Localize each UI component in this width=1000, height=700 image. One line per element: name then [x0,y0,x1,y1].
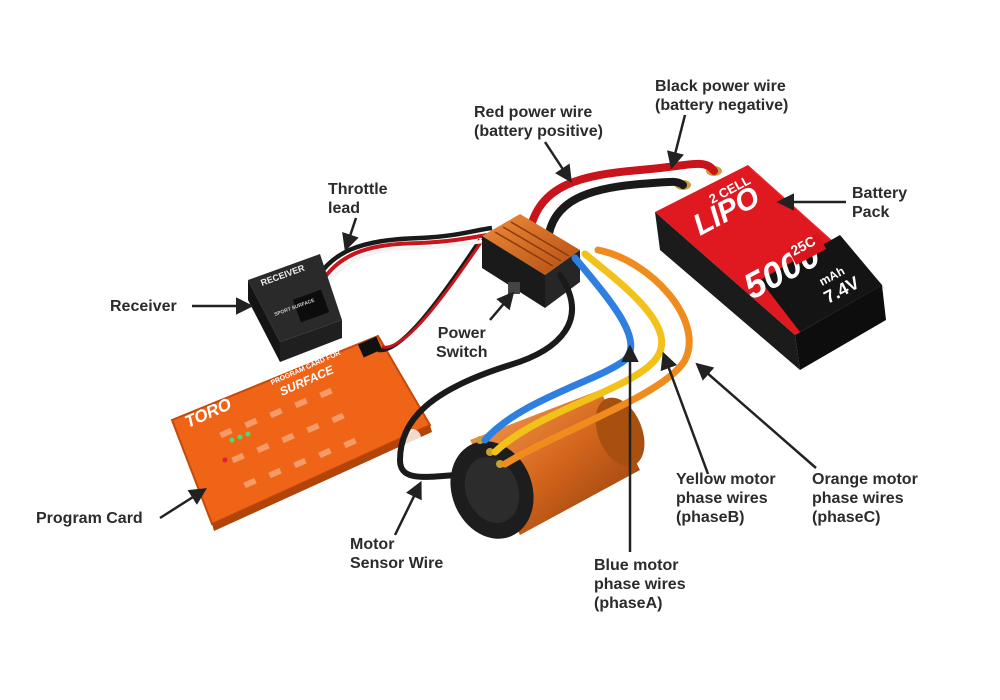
arrow-icon [342,217,359,252]
battery-pack: 2 CELL LIPO 5000 mAh 25C 7.4V [655,165,886,370]
label-power-switch: Power Switch [436,325,488,361]
motor-sensor-wire [396,272,575,480]
power-switch-button [508,282,520,294]
program-lead-red [381,237,486,349]
label-motor-sensor-wire: Motor Sensor Wire [350,536,444,572]
black-power-wire [544,177,687,244]
receiver-unit: RECEIVER SPORT SURFACE [248,254,342,362]
arrow-icon [660,351,710,475]
label-orange-phase: Orange motor phase wires (phaseC) [812,471,918,526]
program-card-grid [219,387,357,489]
throttle-lead-black [307,225,493,292]
red-power-wire [526,159,718,234]
battery-label-band [760,235,882,332]
battery-c-rating-badge [787,233,827,265]
label-yellow-phase: Yellow motor phase wires (phaseB) [676,471,776,526]
label-receiver: Receiver [110,298,177,315]
orange-phase-wire [501,246,693,468]
arrow-icon [543,141,572,183]
arrow-icon [695,362,817,469]
pointer-arrows [159,114,846,552]
esc-unit [482,214,580,308]
yellow-phase-wire [491,250,666,456]
label-battery-pack: Battery Pack [852,185,908,221]
program-card: TORO PROGRAM CARD FOR SURFACE [170,334,432,531]
label-program-card: Program Card [36,510,143,527]
arrow-icon [393,480,422,536]
label-red-power-wire: Red power wire (battery positive) [474,104,603,140]
label-black-power-wire: Black power wire (battery negative) [655,78,789,114]
motor-unit [450,390,645,539]
arrow-icon [489,291,515,321]
throttle-lead-red [313,232,495,294]
throttle-lead-white [318,238,497,297]
arrow-icon [159,488,207,520]
receiver-plug [292,289,330,323]
program-lead-plug [358,336,382,358]
program-card-leds [222,431,251,463]
label-throttle-lead: Throttle lead [328,181,388,217]
arrow-icon [666,114,687,170]
label-blue-phase: Blue motor phase wires (phaseA) [594,557,686,612]
